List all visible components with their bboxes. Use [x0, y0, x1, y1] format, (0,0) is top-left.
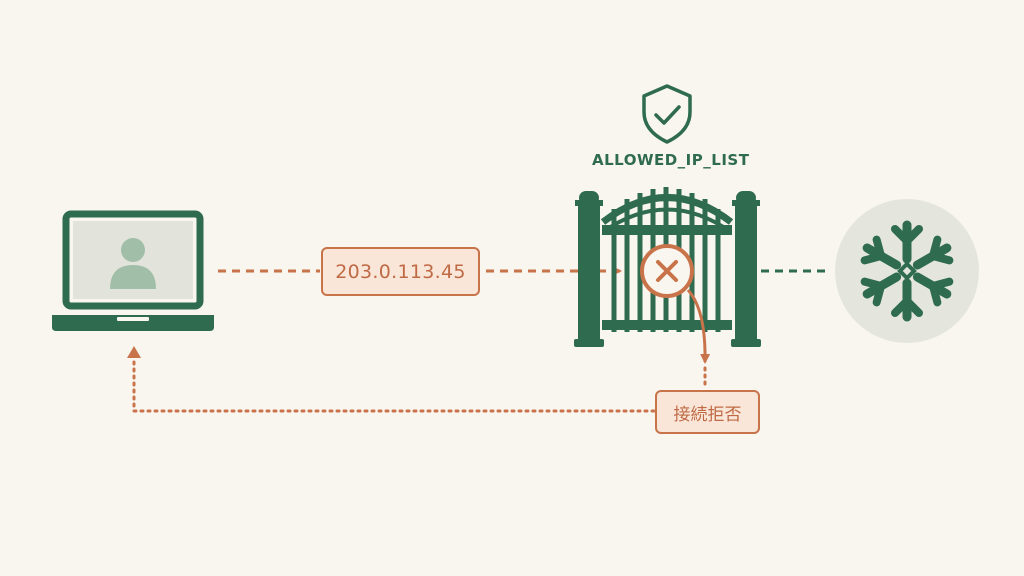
- snowflake-icon: [835, 199, 979, 343]
- ip-address-label: 203.0.113.45: [321, 247, 480, 296]
- allowlist-label: ALLOWED_IP_LIST: [592, 151, 750, 169]
- laptop-user-icon: [52, 210, 214, 331]
- blocked-x-icon: [640, 244, 694, 298]
- rejection-label: 接続拒否: [655, 390, 760, 434]
- rejection-arrow: [686, 288, 711, 364]
- return-arrowhead: [127, 346, 141, 358]
- return-path: [132, 358, 656, 413]
- shield-check-icon: [642, 84, 692, 144]
